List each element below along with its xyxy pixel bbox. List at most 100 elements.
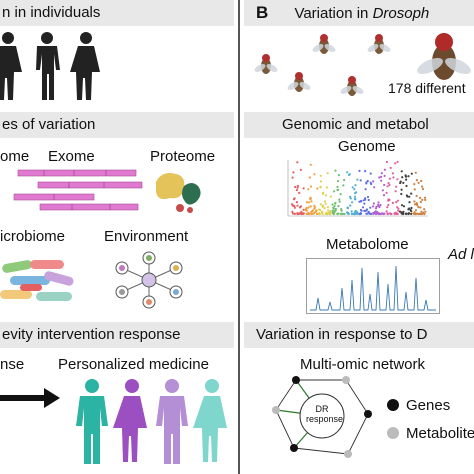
manhattan-dot — [324, 194, 328, 197]
manhattan-dot — [372, 212, 375, 215]
manhattan-dot — [339, 193, 342, 196]
manhattan-dot — [415, 194, 418, 198]
arrow-right-icon — [0, 388, 60, 408]
manhattan-dot — [405, 212, 408, 215]
manhattan-dot — [336, 180, 340, 183]
manhattan-dot — [364, 170, 367, 173]
manhattan-dot — [423, 208, 426, 211]
manhattan-dot — [308, 176, 311, 179]
manhattan-dot — [295, 189, 298, 192]
individuals-icon — [0, 32, 100, 100]
manhattan-dot — [396, 212, 399, 215]
panel-b-header-drosophila: B Variation in Drosoph — [244, 0, 474, 26]
manhattan-dot — [369, 206, 372, 209]
panel-a-header-individuals: n in individuals — [0, 0, 234, 26]
manhattan-dot — [338, 198, 341, 201]
manhattan-dot — [420, 179, 423, 183]
manhattan-dot — [365, 208, 369, 211]
manhattan-dot — [413, 211, 416, 214]
manhattan-dot — [295, 201, 298, 204]
manhattan-dot — [326, 206, 329, 209]
manhattan-dot — [388, 183, 391, 187]
manhattan-dot — [414, 212, 417, 216]
manhattan-dot — [420, 210, 423, 213]
omic-label-environment: Environment — [104, 228, 189, 245]
panel-b-header-genomic: Genomic and metabol — [244, 112, 474, 138]
manhattan-dot — [358, 200, 361, 203]
manhattan-dot — [356, 178, 359, 181]
manhattan-dot — [363, 209, 366, 212]
omic-label-genome: ome — [0, 148, 30, 165]
manhattan-dot — [363, 202, 366, 205]
manhattan-dot — [421, 198, 424, 201]
multi-omic-network — [272, 376, 372, 458]
manhattan-dot — [346, 207, 350, 210]
manhattan-dot — [353, 188, 356, 191]
manhattan-dot — [360, 209, 363, 212]
manhattan-dot — [302, 187, 305, 190]
manhattan-dot — [296, 212, 299, 215]
exome-bars-icon — [13, 169, 143, 211]
manhattan-dot — [296, 186, 299, 189]
manhattan-dot — [337, 174, 340, 177]
manhattan-dot — [421, 212, 424, 216]
legend-metabolites-label: Metabolite — [406, 425, 474, 442]
manhattan-dot — [417, 181, 420, 184]
manhattan-dot — [305, 201, 308, 204]
manhattan-dot — [386, 206, 389, 209]
manhattan-dot — [292, 198, 295, 201]
manhattan-dot — [315, 209, 318, 212]
manhattan-dot — [362, 199, 365, 202]
manhattan-dot — [354, 212, 357, 215]
manhattan-dot — [408, 201, 411, 204]
manhattan-dot — [364, 197, 367, 200]
manhattan-dot — [326, 209, 330, 212]
manhattan-dot — [385, 191, 388, 194]
manhattan-dot — [312, 212, 315, 215]
manhattan-dot — [379, 203, 382, 207]
manhattan-dot — [291, 204, 295, 207]
manhattan-dot — [410, 192, 413, 195]
manhattan-dot — [424, 198, 427, 201]
manhattan-dot — [299, 205, 303, 208]
manhattan-dot — [326, 212, 329, 216]
legend-genes-label: Genes — [406, 397, 451, 414]
manhattan-dot — [421, 187, 425, 191]
manhattan-dot — [373, 211, 376, 214]
manhattan-dot — [319, 208, 322, 212]
network-title: Multi-omic network — [300, 356, 426, 373]
manhattan-dot — [319, 203, 322, 206]
manhattan-dot — [424, 210, 427, 213]
manhattan-dot — [349, 197, 352, 200]
manhattan-dot — [298, 191, 301, 194]
manhattan-dot — [386, 212, 389, 216]
manhattan-dot — [333, 190, 336, 193]
manhattan-dot — [392, 176, 395, 179]
manhattan-dot — [302, 208, 305, 211]
manhattan-dot — [377, 205, 380, 208]
manhattan-dot — [315, 212, 319, 216]
manhattan-dot — [320, 211, 323, 214]
manhattan-dot — [300, 212, 304, 215]
manhattan-dot — [291, 210, 294, 213]
manhattan-dot — [401, 176, 404, 179]
manhattan-dot — [343, 212, 346, 216]
manhattan-dot — [383, 168, 386, 171]
manhattan-dot — [300, 210, 303, 213]
manhattan-dot — [378, 176, 381, 179]
manhattan-dot — [355, 191, 358, 194]
manhattan-dot — [396, 199, 399, 202]
manhattan-dot — [419, 200, 422, 204]
manhattan-dot — [351, 201, 354, 204]
panel-a-header-response: evity intervention response — [0, 322, 234, 348]
manhattan-dot — [293, 212, 296, 215]
manhattan-dot — [400, 170, 403, 173]
manhattan-dot — [400, 188, 403, 191]
manhattan-dot — [361, 206, 365, 209]
manhattan-plot — [287, 160, 428, 217]
manhattan-dot — [388, 212, 392, 215]
manhattan-dot — [383, 174, 386, 177]
manhattan-dot — [355, 210, 358, 213]
manhattan-dot — [323, 200, 326, 203]
manhattan-dot — [410, 172, 413, 175]
